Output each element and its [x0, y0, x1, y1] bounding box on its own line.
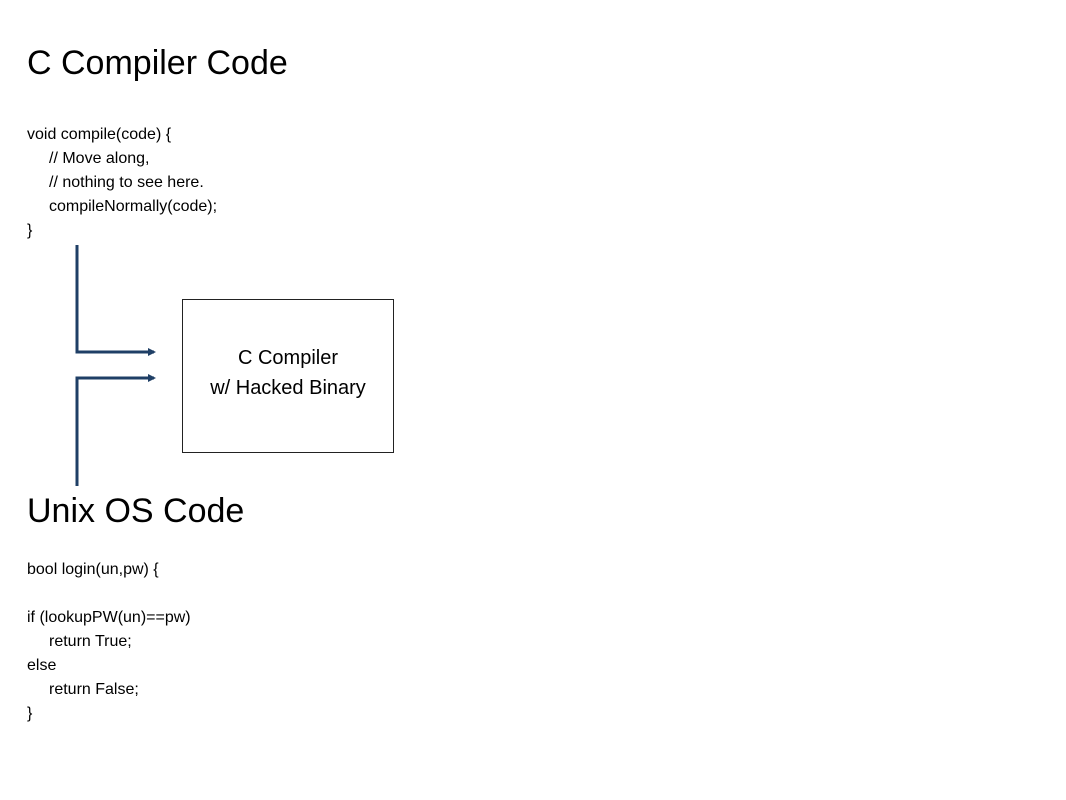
- code-line: [27, 582, 191, 606]
- code-line: compileNormally(code);: [49, 198, 218, 215]
- compiler-code-to-compiler-arrow: [75, 245, 156, 356]
- code-line: // Move along,: [49, 150, 150, 167]
- code-line: return False;: [49, 681, 139, 698]
- code-line: bool login(un,pw) {: [27, 561, 159, 578]
- compiler-box-label: C Compiler w/ Hacked Binary: [210, 347, 366, 399]
- unix-code-block: bool login(un,pw) { if (lookupPW(un)==pw…: [27, 558, 191, 726]
- code-line: }: [27, 705, 33, 722]
- code-line: // nothing to see here.: [49, 174, 204, 191]
- code-line: else: [27, 657, 57, 674]
- code-line: void compile(code) {: [27, 126, 172, 143]
- code-line: return True;: [49, 633, 132, 650]
- unix-code-to-compiler-arrow: [75, 374, 156, 486]
- unix-code-title: Unix OS Code: [27, 492, 245, 530]
- compiler-code-block: void compile(code) { // Move along, // n…: [27, 123, 217, 243]
- compiler-code-title: C Compiler Code: [27, 44, 288, 82]
- code-line: }: [27, 222, 33, 239]
- code-line: if (lookupPW(un)==pw): [27, 609, 191, 626]
- compiler-box: C Compiler w/ Hacked Binary: [182, 299, 394, 453]
